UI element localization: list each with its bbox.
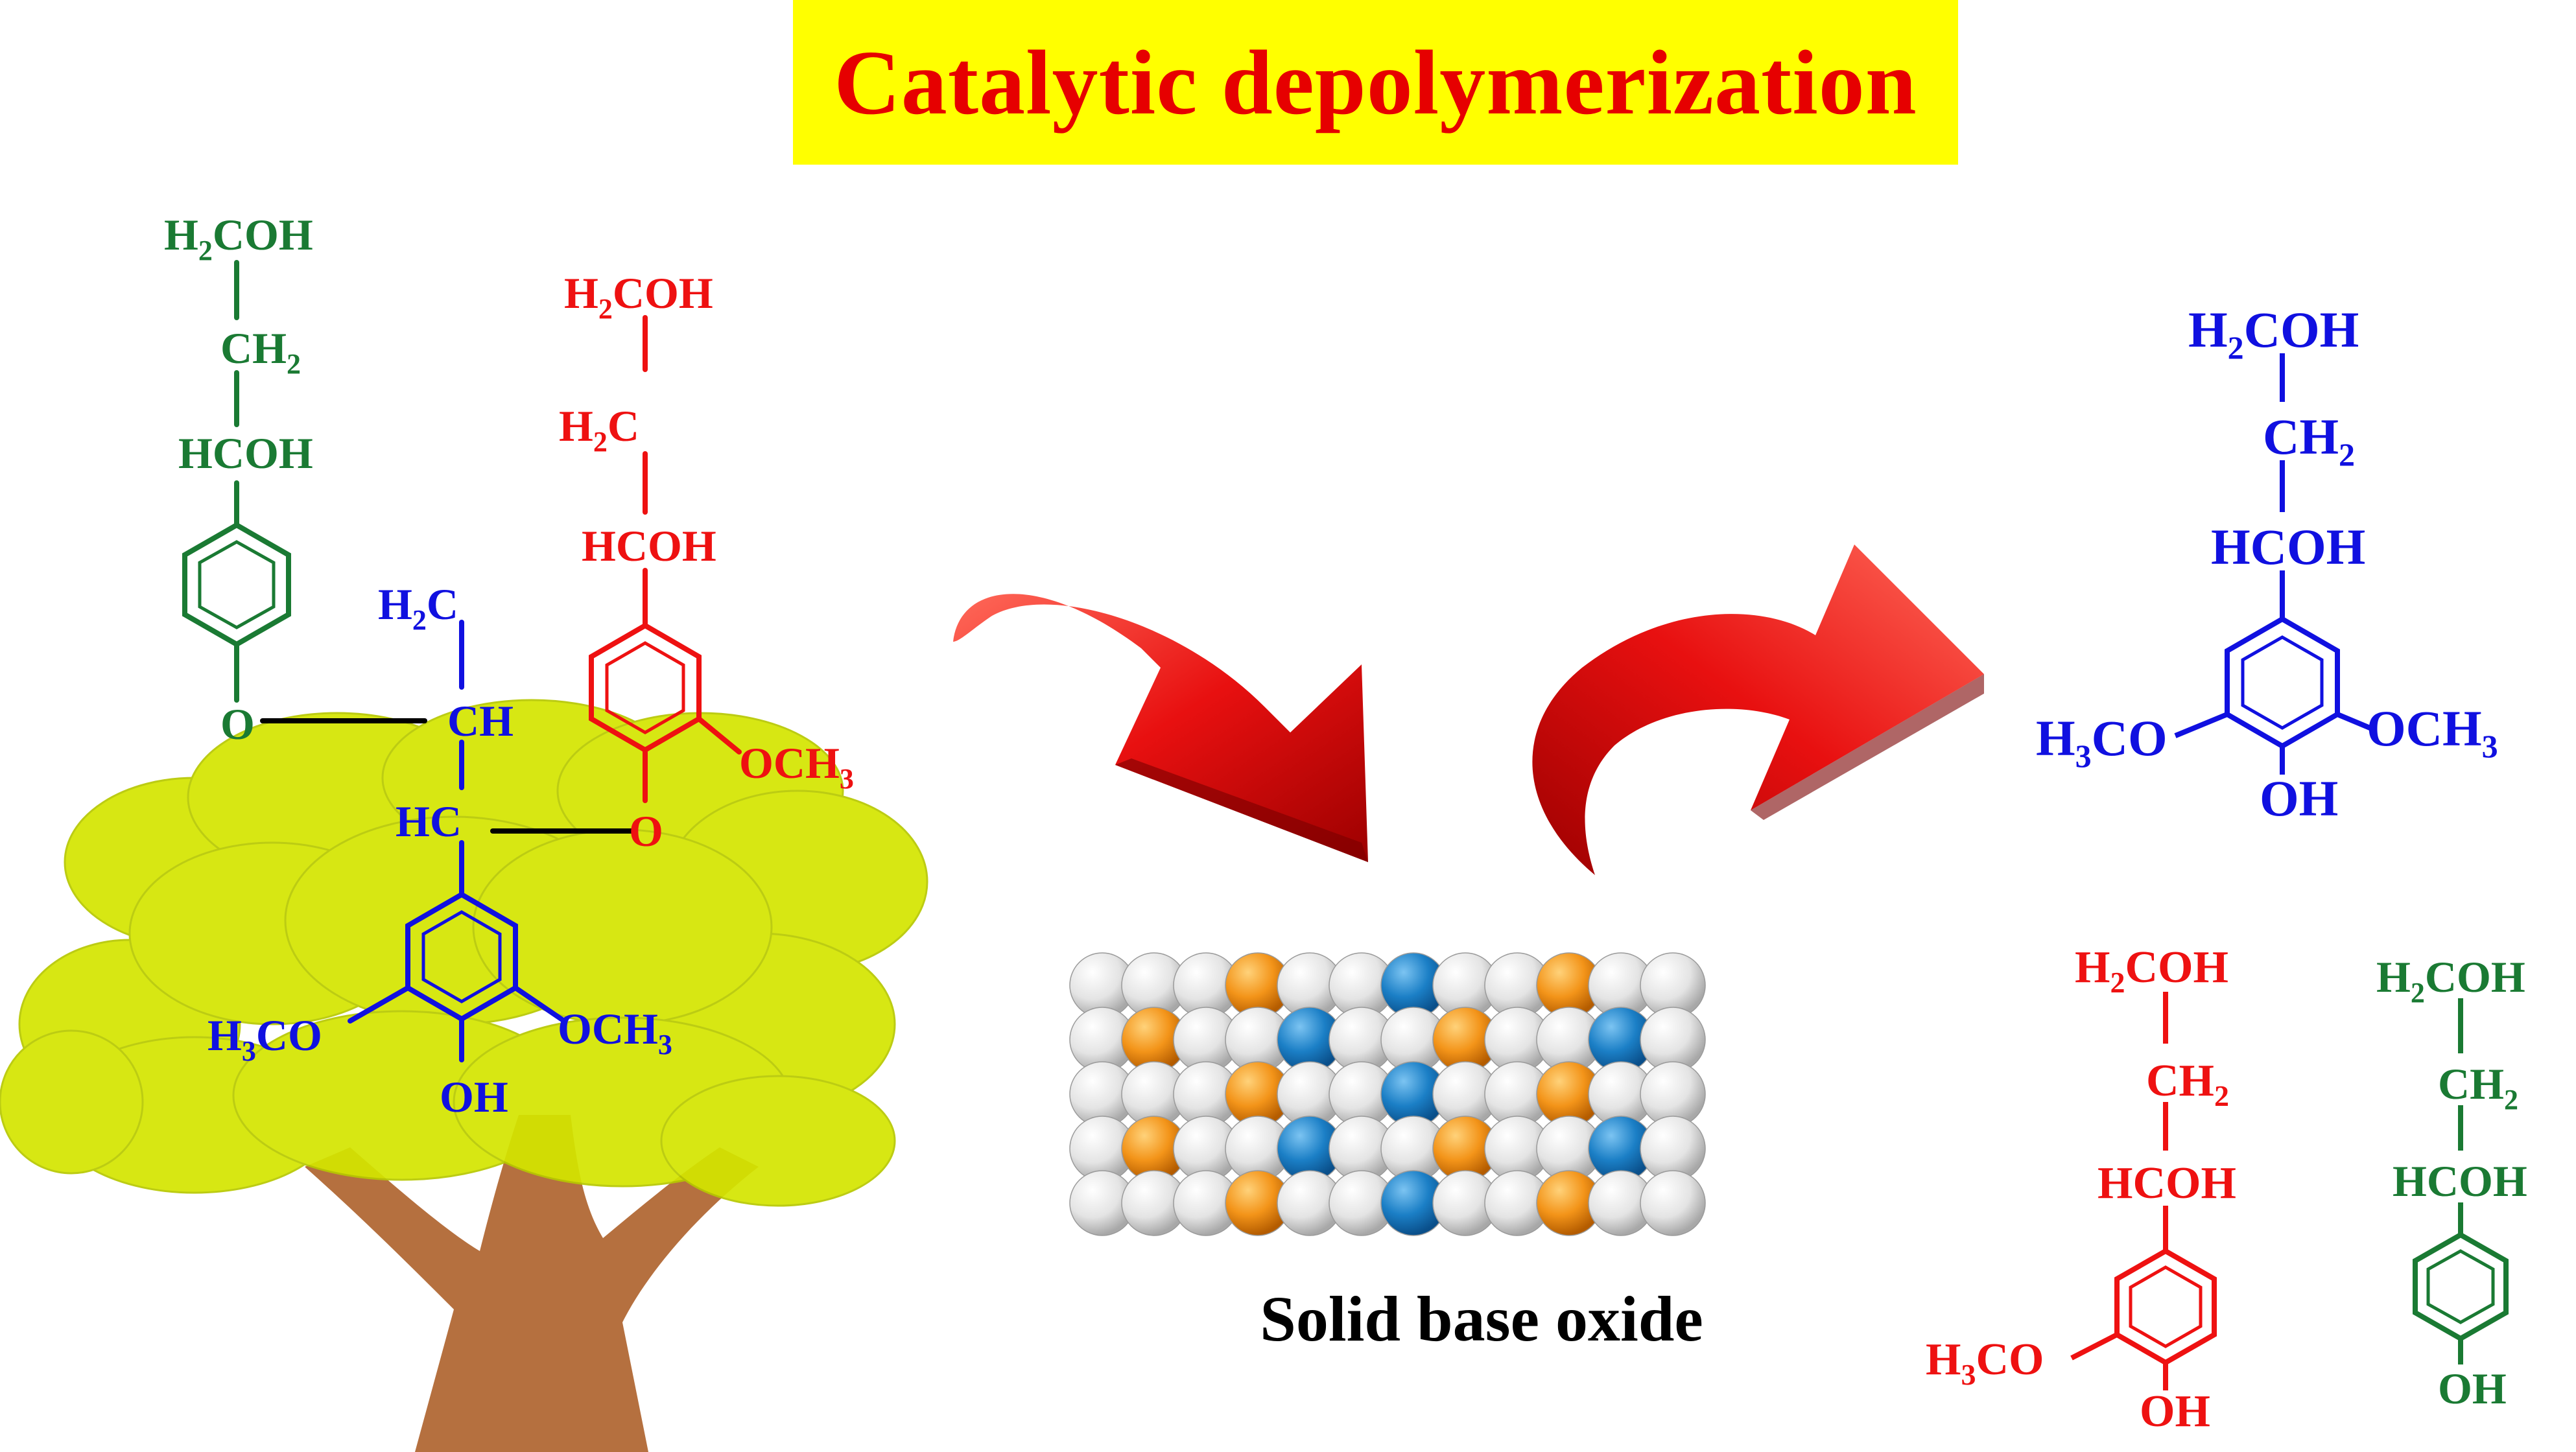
blue-unit bbox=[348, 620, 567, 1062]
green-product-hcoh: HCOH bbox=[2393, 1156, 2527, 1206]
product-green: H2COH CH2 HCOH OH bbox=[2376, 952, 2527, 1413]
green-unit bbox=[182, 260, 291, 703]
red-product-oh: OH bbox=[2140, 1387, 2210, 1436]
red-unit bbox=[589, 315, 742, 803]
blue-product-hcoh: HCOH bbox=[2211, 519, 2365, 575]
arrow-into-catalyst bbox=[953, 594, 1368, 862]
red-product-hcoh: HCOH bbox=[2097, 1158, 2236, 1208]
solid-base-oxide-lattice bbox=[1069, 952, 1706, 1236]
blue-product-ch2: CH2 bbox=[2263, 408, 2355, 473]
blue-h3co-label: H3CO bbox=[207, 1011, 322, 1067]
arrow-to-products bbox=[1532, 544, 1984, 875]
red-product-h2coh: H2COH bbox=[2075, 943, 2228, 999]
tree-illustration bbox=[0, 699, 928, 1452]
product-blue: H2COH CH2 HCOH H3CO OCH3 OH bbox=[2036, 301, 2498, 826]
title-banner bbox=[793, 0, 1958, 165]
red-product-h3co: H3CO bbox=[1926, 1335, 2044, 1391]
blue-product-h2coh: H2COH bbox=[2188, 301, 2359, 366]
green-ch2-label: CH2 bbox=[220, 323, 301, 380]
green-h2coh-label: H2COH bbox=[164, 210, 313, 266]
blue-product-oh: OH bbox=[2260, 770, 2338, 826]
lignin-polymer: H2COH CH2 HCOH O H2COH H2C HCOH OCH3 O bbox=[164, 210, 854, 1121]
red-h2c-label: H2C bbox=[559, 401, 639, 458]
green-ether-o: O bbox=[220, 699, 255, 749]
green-hcoh-label: HCOH bbox=[178, 428, 313, 478]
green-product-oh: OH bbox=[2438, 1364, 2507, 1413]
blue-product-h3co: H3CO bbox=[2036, 710, 2168, 774]
red-ether-o: O bbox=[629, 806, 663, 856]
tree-trunk bbox=[305, 1115, 759, 1452]
blue-oh-label: OH bbox=[440, 1072, 508, 1121]
product-red: H2COH CH2 HCOH H3CO OH bbox=[1926, 943, 2236, 1436]
red-h2coh-label: H2COH bbox=[564, 268, 713, 325]
blue-hc-label: HC bbox=[396, 797, 462, 846]
green-product-ch2: CH2 bbox=[2438, 1059, 2518, 1116]
blue-och3-label: OCH3 bbox=[558, 1004, 672, 1060]
blue-h2c-label: H2C bbox=[378, 580, 458, 636]
tree-canopy bbox=[0, 699, 928, 1207]
catalyst-label: Solid base oxide bbox=[1260, 1283, 1703, 1355]
red-hcoh-label: HCOH bbox=[582, 521, 716, 570]
blue-product-och3: OCH3 bbox=[2367, 700, 2498, 764]
blue-ch-label: CH bbox=[447, 696, 514, 745]
red-och3-label: OCH3 bbox=[739, 738, 854, 795]
page-title: Catalytic depolymerization bbox=[834, 31, 1917, 134]
green-product-h2coh: H2COH bbox=[2376, 952, 2525, 1009]
red-product-ch2: CH2 bbox=[2146, 1056, 2229, 1112]
gray-sphere bbox=[1640, 1170, 1706, 1236]
